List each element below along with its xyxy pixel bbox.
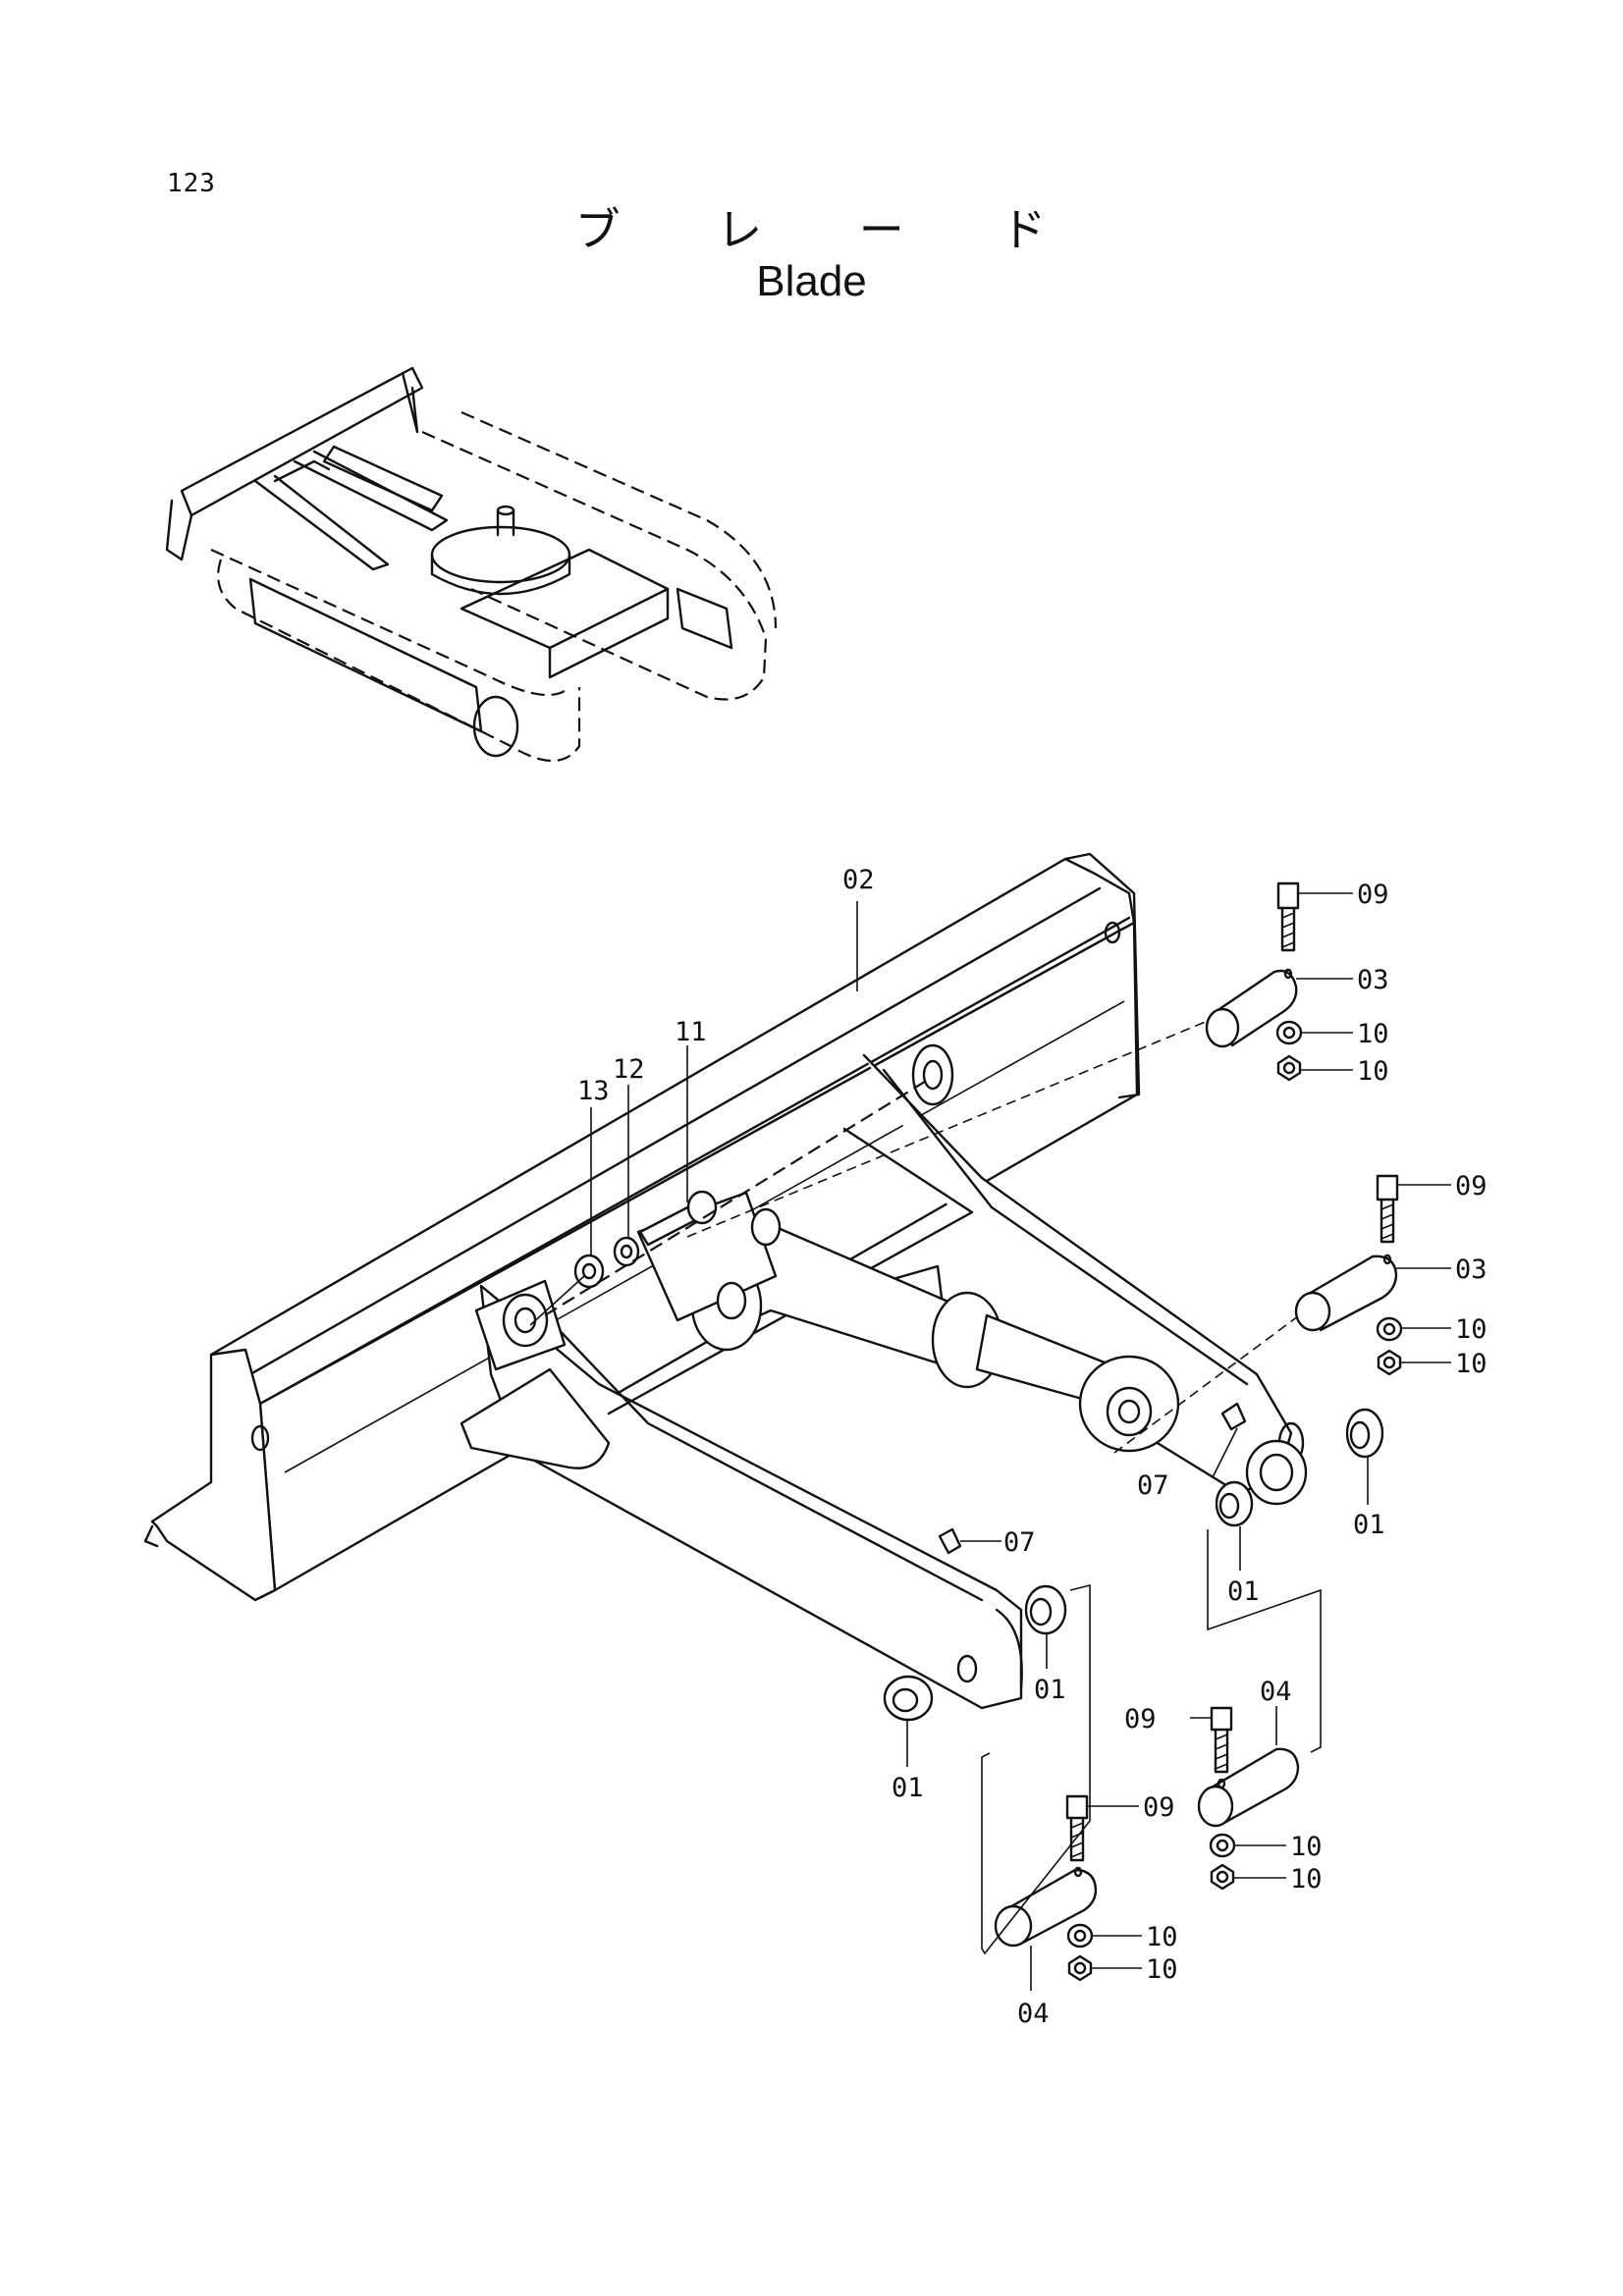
- overview-illustration: [165, 366, 778, 763]
- label-03-a: 03: [1357, 965, 1389, 995]
- label-10-h: 10: [1146, 1954, 1178, 1985]
- hardware-group-upper: [1205, 881, 1303, 1082]
- title-english: Blade: [756, 257, 867, 305]
- page-number: 123: [167, 169, 216, 198]
- label-09-c: 09: [1124, 1704, 1157, 1735]
- label-10-a: 10: [1357, 1019, 1389, 1049]
- label-09-b: 09: [1455, 1171, 1488, 1201]
- label-10-f: 10: [1290, 1864, 1323, 1895]
- label-02: 02: [842, 865, 875, 895]
- hardware-group-lower-right: [1197, 1706, 1300, 1891]
- label-04-b: 04: [1017, 1999, 1050, 2029]
- label-10-d: 10: [1455, 1349, 1488, 1379]
- label-01-d: 01: [892, 1773, 924, 1803]
- hardware-group-lower-left: [994, 1794, 1098, 1982]
- label-01-b: 01: [1227, 1576, 1260, 1607]
- hardware-group-middle: [1294, 1174, 1403, 1376]
- label-03-b: 03: [1455, 1255, 1488, 1285]
- bracket-04-right: [1207, 1529, 1322, 1753]
- label-09-a: 09: [1357, 880, 1389, 910]
- blade-assembly: [143, 852, 1384, 1722]
- label-01-a: 01: [1353, 1510, 1385, 1540]
- label-10-e: 10: [1290, 1832, 1323, 1862]
- label-10-g: 10: [1146, 1922, 1178, 1952]
- label-07-a: 07: [1137, 1470, 1169, 1501]
- part-labels: 02 09 03 10 10 11 12 13 09 03 10 10 07 0…: [577, 865, 1488, 2029]
- title-japanese: ブ レ ー ド: [574, 203, 1088, 256]
- bracket-04-left: [981, 1583, 1091, 1955]
- label-07-b: 07: [1003, 1527, 1036, 1558]
- label-13: 13: [577, 1076, 610, 1106]
- label-12: 12: [613, 1054, 645, 1085]
- label-10-b: 10: [1357, 1056, 1389, 1087]
- label-11: 11: [675, 1017, 707, 1047]
- label-09-d: 09: [1143, 1792, 1175, 1823]
- label-01-c: 01: [1034, 1675, 1066, 1705]
- label-04-a: 04: [1260, 1677, 1292, 1707]
- label-10-c: 10: [1455, 1314, 1488, 1345]
- leader-lines: [590, 892, 1451, 1991]
